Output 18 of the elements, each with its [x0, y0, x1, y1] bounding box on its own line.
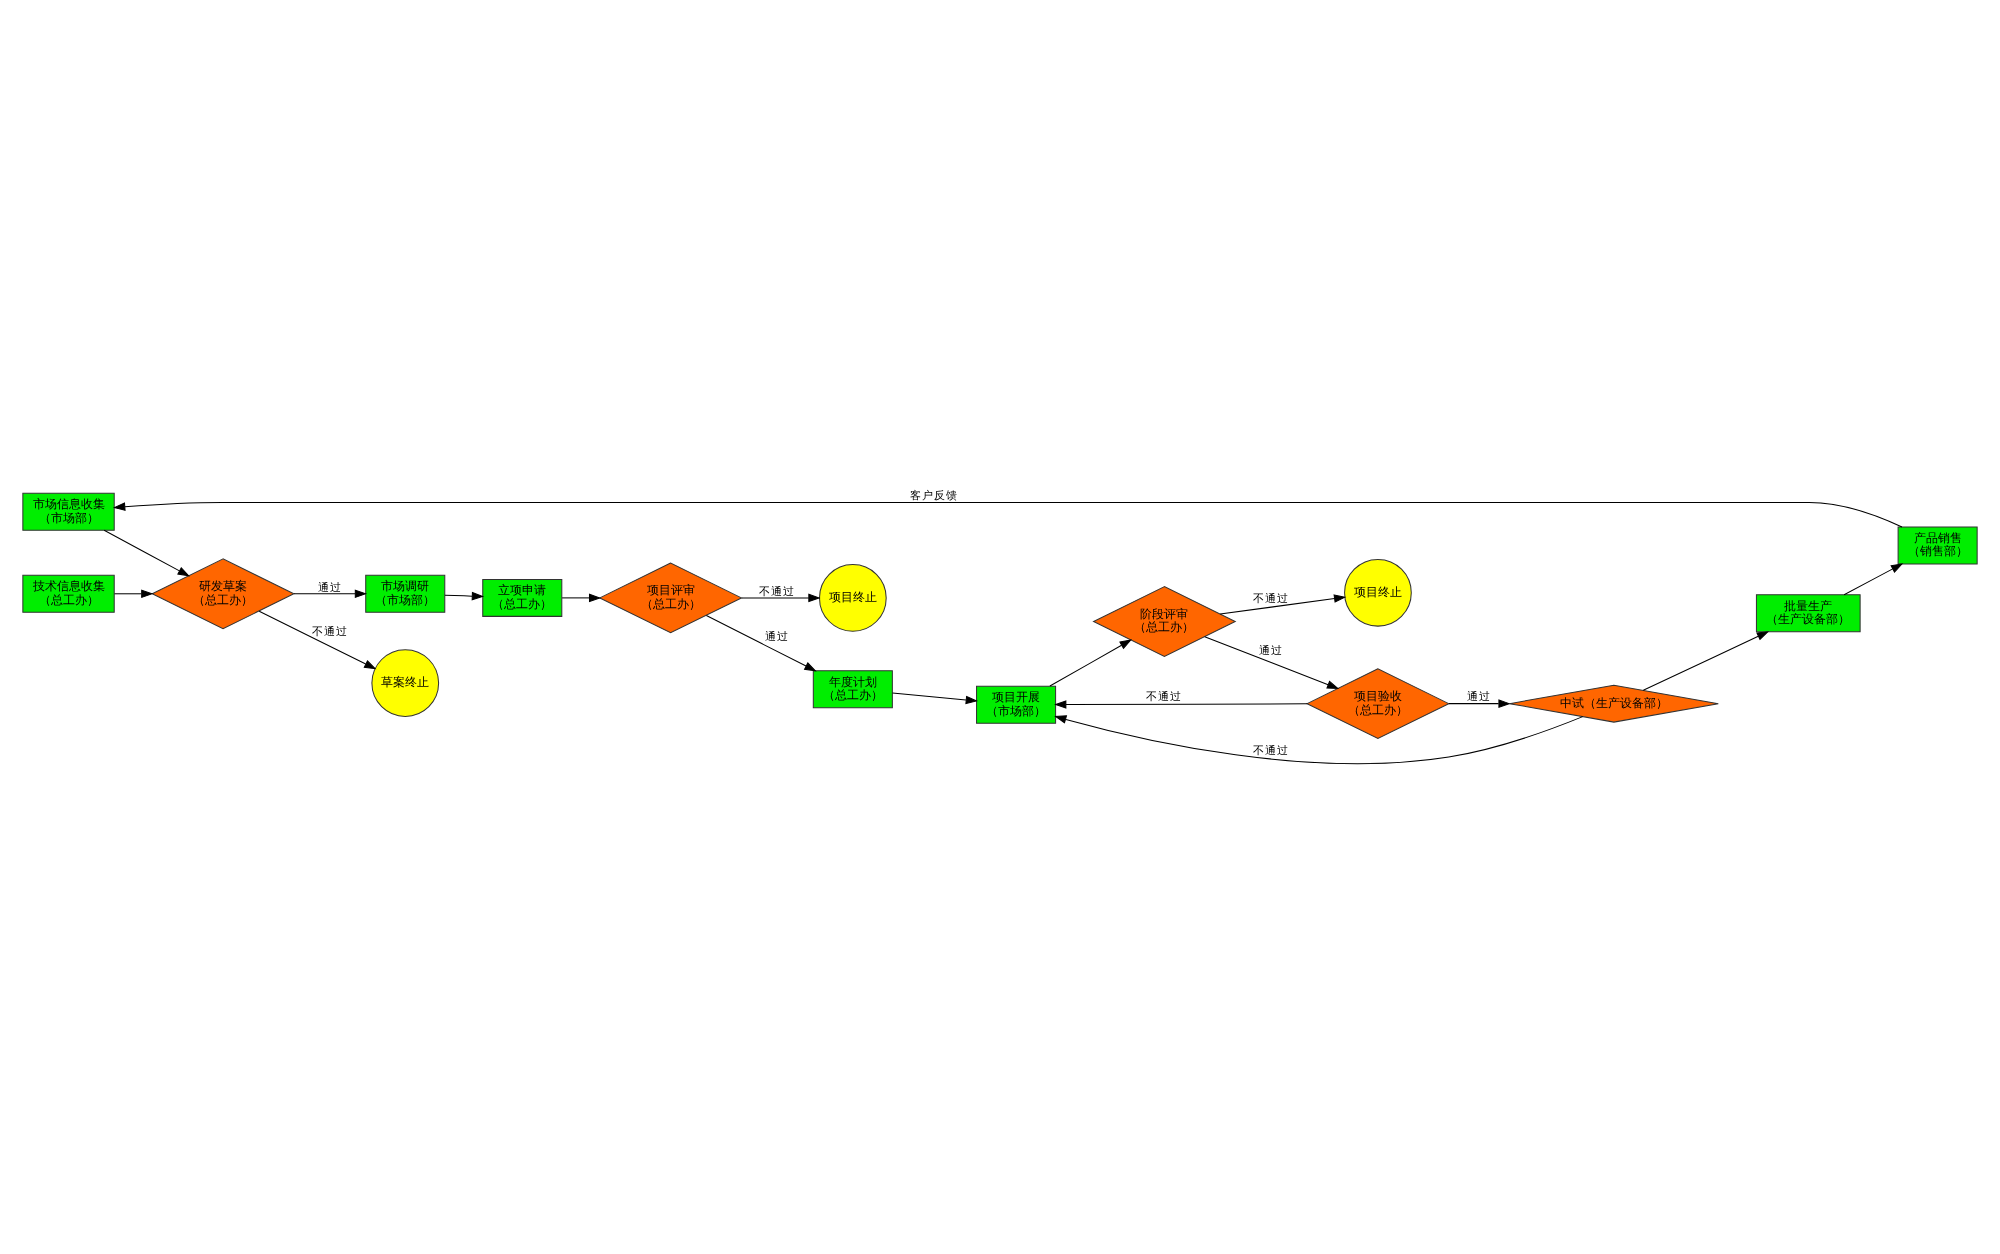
arrow [1448, 699, 1511, 708]
arrow [113, 589, 154, 599]
arrow [1642, 631, 1770, 691]
arrow [1204, 636, 1340, 690]
arrow [561, 593, 602, 603]
arrow [293, 589, 368, 599]
arrow [1843, 563, 1904, 596]
arrow [444, 591, 485, 601]
arrow [1054, 700, 1308, 709]
arrow [1049, 639, 1132, 687]
arrow [741, 593, 821, 603]
arrow [113, 501, 1903, 528]
arrow [1054, 715, 1584, 765]
arrow [103, 529, 190, 577]
arrow [1219, 594, 1347, 615]
arrow [258, 610, 377, 670]
arrow [891, 692, 979, 705]
arrow [705, 615, 817, 672]
